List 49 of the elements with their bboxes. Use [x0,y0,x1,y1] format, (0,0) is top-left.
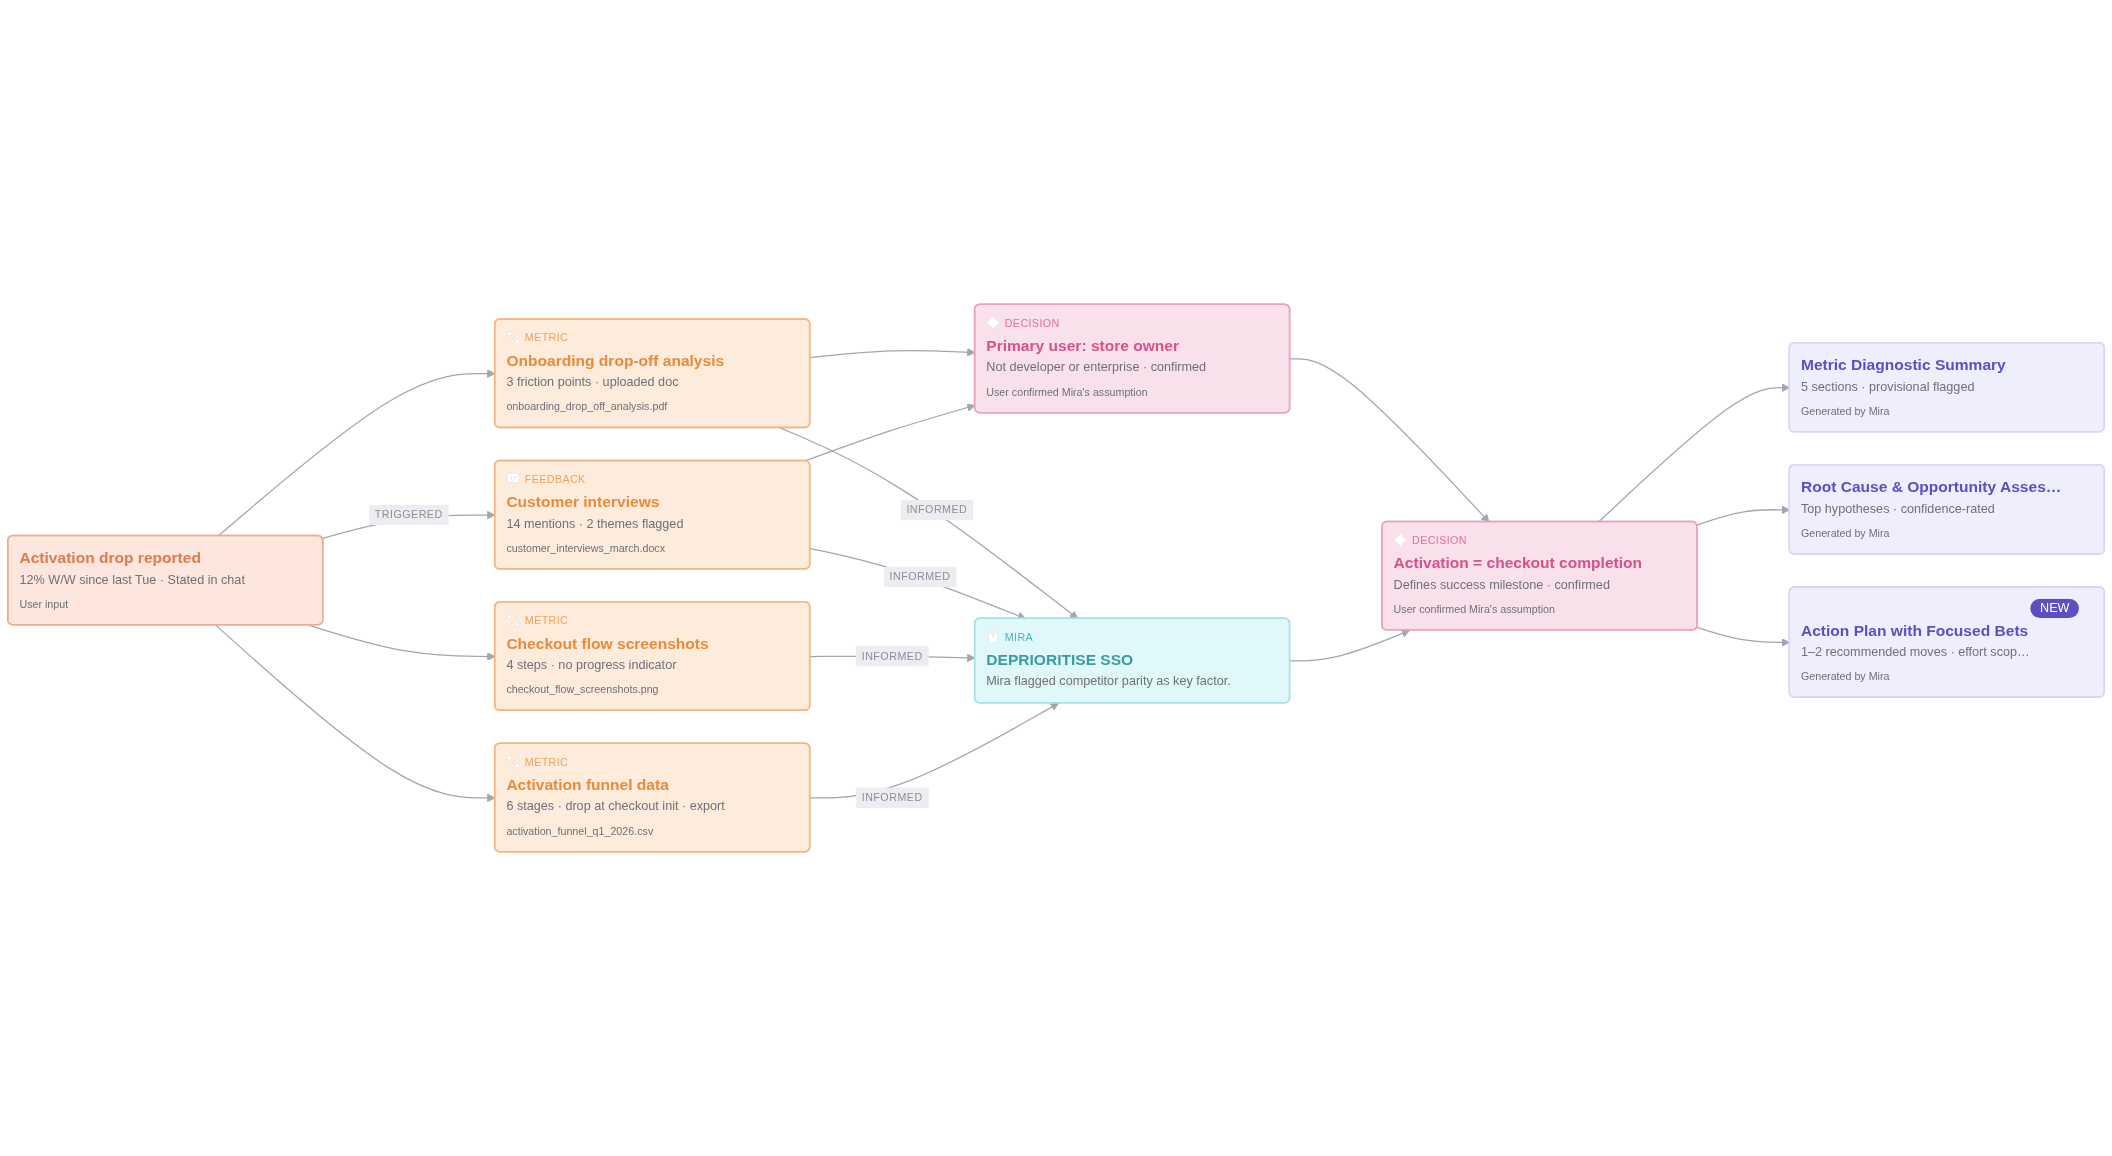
card-footnote: Generated by Mira [1800,404,1890,419]
card-title: Primary user: store owner [986,336,1180,356]
card-description: 5 sections · provisional flagged [1800,378,1975,396]
card-description: Defines success milestone · confirmed [1393,576,1610,594]
card-title: Customer interviews [506,492,660,512]
card-footnote: activation_funnel_q1_2026.csv [506,824,654,839]
card-description: Mira flagged competitor parity as key factor. [986,673,1231,691]
card-footnote: checkout_flow_screenshots.png [506,682,659,697]
card-title: Activation drop reported [19,548,201,568]
card-description: 14 mentions · 2 themes flagged [506,515,684,533]
card-title: Action Plan with Focused Bets [1800,620,2029,641]
card-footnote: User input [19,596,69,612]
card-footnote: Generated by Mira [1800,526,1890,541]
arrow [779,427,1079,620]
category-label: FEEDBACK [524,472,586,487]
card-footnote: customer_interviews_march.docx [506,541,666,556]
arrow [804,403,976,462]
edge-label: INFORMED [855,787,929,808]
card-title: Checkout flow screenshots [506,633,709,654]
edge-label: INFORMED [883,566,957,587]
card-title: Root Cause & Opportunity Asses… [1800,477,2062,497]
card-title: Activation funnel data [506,775,669,795]
card-title: Activation = checkout completion [1393,553,1643,573]
card-description: 4 steps · no progress indicator [506,656,677,674]
card-footnote: onboarding_drop_off_analysis.pdf [506,399,668,415]
card-footnote: Generated by Mira [1800,669,1890,684]
category-label: METRIC [524,754,569,770]
arrow [1289,629,1411,662]
card-description: Not developer or enterprise · confirmed [986,359,1207,377]
card-description: 3 friction points · uploaded doc [506,373,679,391]
card-footnote: User confirmed Mira's assumption [986,385,1148,400]
card-title: DEPRIORITISE SSO [986,650,1134,670]
edge-label: TRIGGERED [368,504,449,525]
status-badge: NEW [2030,598,2080,618]
edge-label: INFORMED [855,646,929,667]
category-label: DECISION [1412,533,1467,548]
card-footnote: User confirmed Mira's assumption [1393,602,1555,617]
category-label: MIRA [1004,629,1034,645]
category-label: METRIC [524,613,569,628]
card-description: 12% W/W since last Tue · Stated in chat [19,571,245,589]
arrow [1289,358,1490,523]
card-description: 1–2 recommended moves · effort scop… [1800,643,2030,661]
category-label: METRIC [524,330,569,346]
edge-label: INFORMED [900,499,974,520]
card-title: Metric Diagnostic Summary [1800,355,2006,375]
card-description: 6 stages · drop at checkout init · export [506,798,725,816]
card-description: Top hypotheses · confidence-rated [1800,500,1995,518]
category-label: DECISION [1004,316,1060,331]
card-title: Onboarding drop-off analysis [506,350,725,371]
